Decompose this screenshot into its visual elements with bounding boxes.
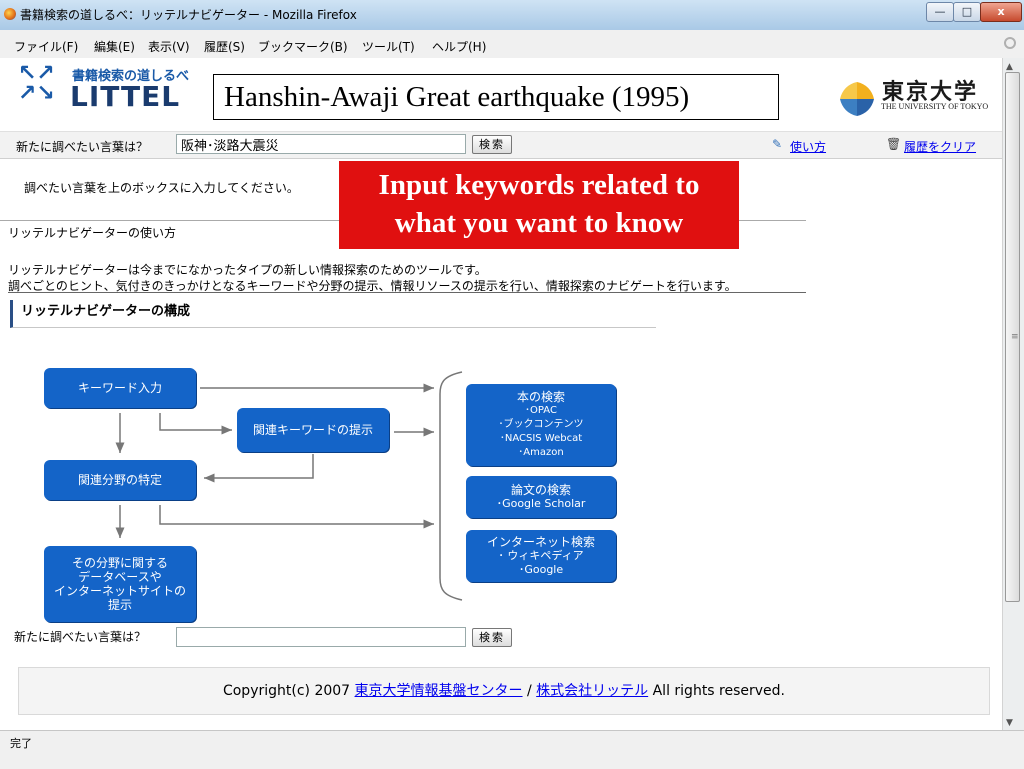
annotation-line: Input keywords related to xyxy=(378,169,700,201)
search-button-bottom[interactable]: 検索 xyxy=(472,628,512,647)
diagram-node-database-sites: その分野に関する データベースや インターネットサイトの 提示 xyxy=(44,546,196,622)
university-emblem-icon xyxy=(840,82,874,116)
scroll-down-icon[interactable]: ▼ xyxy=(1006,718,1013,728)
search-label: 新たに調べたい言葉は？ xyxy=(14,630,147,644)
trash-icon: 🗑 xyxy=(886,137,902,151)
node-label: 提示 xyxy=(107,598,132,612)
diagram-connectors xyxy=(115,371,463,601)
status-text: 完了 xyxy=(10,737,32,750)
menu-view[interactable]: 表示(V) xyxy=(148,40,190,54)
node-label: ･Google xyxy=(518,563,564,576)
node-label: ･ブックコンテンツ xyxy=(498,419,584,430)
status-bar: 完了 xyxy=(0,730,1024,769)
menu-help[interactable]: ヘルプ(H) xyxy=(432,40,487,54)
window-titlebar: 書籍検索の道しるべ：リッテルナビゲーター - Mozilla Firefox —… xyxy=(0,0,1024,30)
node-label: キーワード入力 xyxy=(77,381,162,395)
copyright-text: Copyright(c) 2007 xyxy=(222,683,355,699)
menu-bookmarks[interactable]: ブックマーク(B) xyxy=(258,40,348,54)
search-input-bottom[interactable] xyxy=(176,627,466,647)
node-label: 関連キーワードの提示 xyxy=(252,423,373,437)
diagram-node-papers: 論文の検索 ･Google Scholar xyxy=(466,476,616,518)
node-label: 論文の検索 xyxy=(510,483,571,497)
close-button[interactable]: x xyxy=(980,2,1022,22)
logo-arrow-icon: ↖↗ xyxy=(18,61,55,86)
node-label: 本の検索 xyxy=(516,390,565,404)
annotation-red-box: Input keywords related to what you want … xyxy=(339,161,739,249)
instruction-text: 調べたい言葉を上のボックスに入力してください。 xyxy=(24,181,299,195)
node-label: 関連分野の特定 xyxy=(77,473,162,487)
search-button[interactable]: 検索 xyxy=(472,135,512,154)
search-label: 新たに調べたい言葉は？ xyxy=(16,140,149,154)
diagram-node-books: 本の検索 ･OPAC ･ブックコンテンツ ･NACSIS Webcat ･Ama… xyxy=(466,384,616,466)
node-label: インターネット検索 xyxy=(486,535,595,549)
logo-arrow-icon: ↗↘ xyxy=(18,81,55,106)
node-label: ･NACSIS Webcat xyxy=(499,433,583,444)
node-label: データベースや xyxy=(78,570,162,584)
diagram-node-field-identify: 関連分野の特定 xyxy=(44,460,196,500)
university-name-en: THE UNIVERSITY OF TOKYO xyxy=(881,102,989,111)
logo-wordmark: LITTEL xyxy=(70,80,181,113)
section-heading: リッテルナビゲーターの構成 xyxy=(10,300,656,328)
maximize-button[interactable]: □ xyxy=(953,2,981,22)
annotation-line: what you want to know xyxy=(394,207,684,239)
minimize-button[interactable]: — xyxy=(926,2,954,22)
diagram-node-internet: インターネット検索 ･ ウィキペディア ･Google xyxy=(466,530,616,582)
throbber-icon xyxy=(1004,37,1016,49)
search-input[interactable] xyxy=(176,134,466,154)
description-line: リッテルナビゲーターは今までになかったタイプの新しい情報探索のためのツールです。 xyxy=(8,263,487,277)
littel-logo[interactable]: ↖↗ ↗↘ 書籍検索の道しるべ LITTEL xyxy=(18,62,228,114)
scroll-up-icon[interactable]: ▲ xyxy=(1006,62,1013,72)
menu-tools[interactable]: ツール(T) xyxy=(362,40,415,54)
description-line: 調べごとのヒント、気付きのきっかけとなるキーワードや分野の提示、情報リソースの提… xyxy=(8,279,737,293)
firefox-icon xyxy=(4,8,16,20)
how-to-heading: リッテルナビゲーターの使い方 xyxy=(8,226,177,240)
search-bar-top: 新たに調べたい言葉は？ 検索 ✎ 使い方 🗑 履歴をクリア xyxy=(0,131,1002,159)
logo-tagline: 書籍検索の道しるべ xyxy=(72,69,190,84)
diagram-node-related-keywords: 関連キーワードの提示 xyxy=(237,408,389,452)
rights-text: All rights reserved. xyxy=(648,683,786,699)
footer-link-littel[interactable]: 株式会社リッテル xyxy=(536,683,649,699)
divider xyxy=(8,292,806,293)
menu-bar: ファイル(F) 編集(E) 表示(V) 履歴(S) ブックマーク(B) ツール(… xyxy=(0,30,1024,59)
footer-link-itc[interactable]: 東京大学情報基盤センター xyxy=(354,683,523,699)
window-title: 書籍検索の道しるべ：リッテルナビゲーター - Mozilla Firefox xyxy=(20,8,357,22)
pencil-icon: ✎ xyxy=(772,137,783,151)
node-label: インターネットサイトの xyxy=(53,584,186,598)
menu-file[interactable]: ファイル(F) xyxy=(14,40,79,54)
scroll-grip-icon: ≡ xyxy=(1011,332,1019,342)
footer: Copyright(c) 2007 東京大学情報基盤センター / 株式会社リッテ… xyxy=(18,667,990,715)
node-label: ･Google Scholar xyxy=(496,497,586,510)
menu-history[interactable]: 履歴(S) xyxy=(204,40,245,54)
annotation-title-box: Hanshin-Awaji Great earthquake (1995) xyxy=(213,74,779,120)
clear-history-link[interactable]: 履歴をクリア xyxy=(904,140,977,154)
menu-edit[interactable]: 編集(E) xyxy=(94,40,135,54)
diagram-node-keyword-input: キーワード入力 xyxy=(44,368,196,408)
node-label: ･OPAC xyxy=(525,405,557,416)
scrollbar-thumb[interactable] xyxy=(1005,72,1020,602)
page-content: ↖↗ ↗↘ 書籍検索の道しるべ LITTEL Hanshin-Awaji Gre… xyxy=(0,58,1002,730)
node-label: ･Amazon xyxy=(518,447,564,458)
node-label: その分野に関する xyxy=(71,556,168,570)
node-label: ･ ウィキペディア xyxy=(498,549,584,562)
footer-separator: / xyxy=(522,683,537,699)
university-name-jp: 東京大学 xyxy=(882,79,979,105)
help-link[interactable]: 使い方 xyxy=(790,140,827,154)
